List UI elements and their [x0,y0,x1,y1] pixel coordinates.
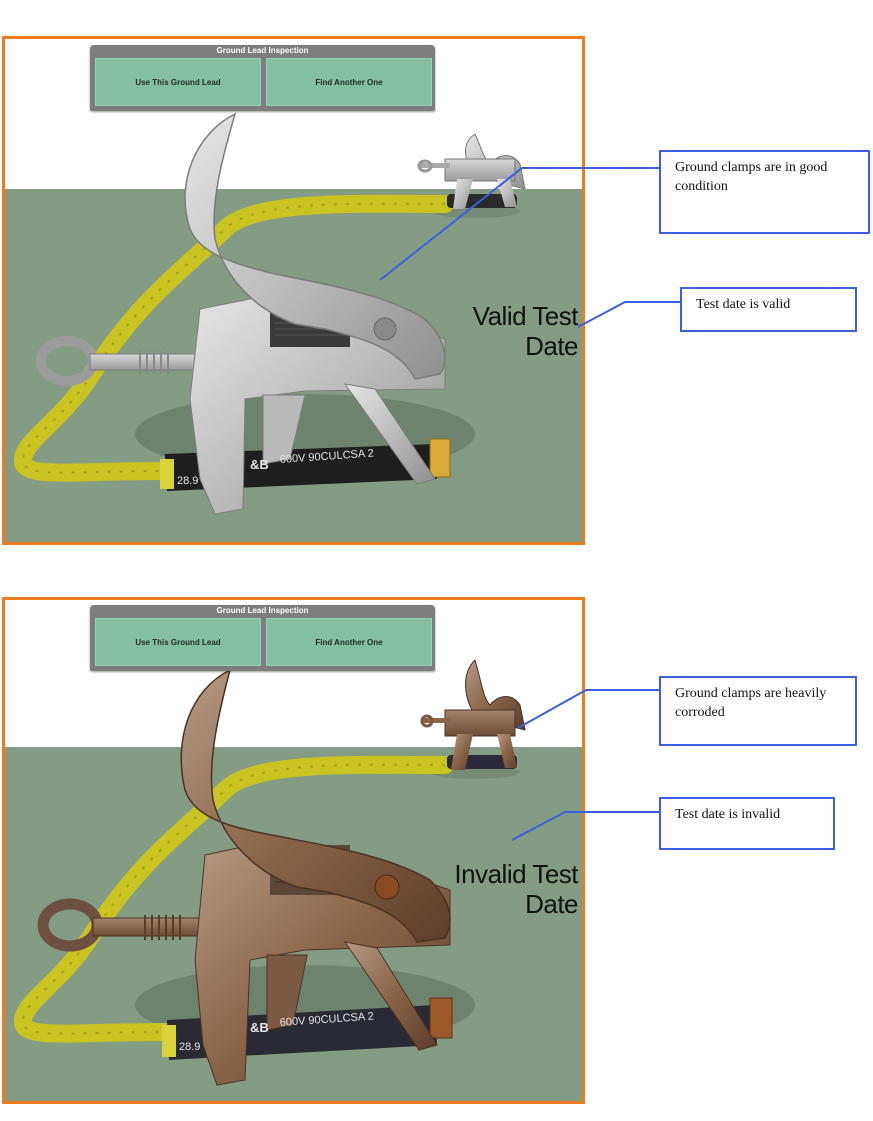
panel-title: Ground Lead Inspection [216,606,309,615]
test-date-label: Valid Test Date [472,301,579,361]
inspection-panel: Ground Lead Inspection Use This Ground L… [90,45,435,111]
test-date-line2: Date [525,889,578,919]
cable-print-number: 28.9 [177,475,198,487]
panel-title: Ground Lead Inspection [216,46,309,55]
use-ground-lead-button[interactable]: Use This Ground Lead [95,58,261,106]
top-scene-viewport: &B 600V 90CULCSA 2 28.9 Ground Lead Insp… [2,36,585,545]
leader-top-date [577,301,680,328]
test-date-line2: Date [525,331,578,361]
near-clamp: &B 600V 90CULCSA 2 28.9 [37,668,453,1086]
test-date-line1: Valid Test [472,301,579,331]
test-date-line1: Invalid Test [454,859,578,889]
far-clamp [420,659,526,770]
callout-bottom-clamps: Ground clamps are heavily corroded [659,676,857,746]
ground-cable [14,194,454,482]
test-date-label: Invalid Test Date [454,859,578,919]
ground-cable [14,755,454,1043]
top-scene-illustration: &B 600V 90CULCSA 2 28.9 [5,112,582,542]
callout-bottom-date: Test date is invalid [659,797,835,850]
near-clamp: &B 600V 90CULCSA 2 28.9 [36,112,451,515]
use-ground-lead-button[interactable]: Use This Ground Lead [95,618,261,666]
cable-brand-mark: &B [250,457,269,472]
cable-brand-mark: &B [250,1020,269,1035]
inspection-panel: Ground Lead Inspection Use This Ground L… [90,605,435,671]
cable-print-number: 28.9 [179,1041,200,1053]
callout-top-date: Test date is valid [680,287,857,332]
bottom-scene-viewport: &B 600V 90CULCSA 2 28.9 Ground Lead Insp… [2,597,585,1104]
callout-top-clamps: Ground clamps are in good condition [659,150,870,234]
find-another-button[interactable]: Find Another One [266,618,432,666]
bottom-scene-illustration: &B 600V 90CULCSA 2 28.9 [5,659,582,1101]
find-another-button[interactable]: Find Another One [266,58,432,106]
